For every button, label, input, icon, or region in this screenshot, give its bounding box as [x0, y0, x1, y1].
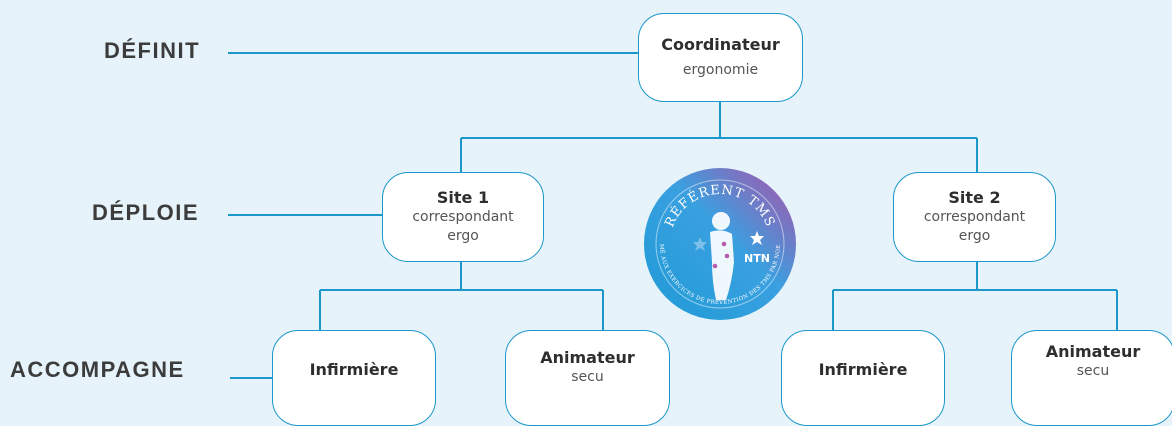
- star-icon: [750, 231, 764, 245]
- node-infirmiere-1-title: Infirmière: [309, 360, 399, 379]
- node-infirmiere-2: Infirmière: [781, 330, 945, 426]
- node-site-1: Site 1 correspondant ergo: [382, 172, 544, 262]
- node-animateur-1-title: Animateur: [540, 347, 635, 367]
- node-site-2-title: Site 2: [948, 188, 1001, 207]
- node-infirmiere-2-title: Infirmière: [818, 360, 908, 379]
- node-site-1-sub1: correspondant: [412, 209, 514, 225]
- badge-ring-text: FORMÉ AUX EXERCICES DE PRÉVENTION DES TM…: [0, 0, 782, 306]
- node-site-1-title: Site 1: [436, 188, 490, 207]
- node-site-1-sub2: ergo: [447, 228, 479, 244]
- referent-tms-badge: RÉFÉRENT TMS FORMÉ AUX EXERCICES DE PRÉV…: [0, 0, 796, 320]
- body-silhouette-icon: [710, 212, 734, 300]
- star-icon: [693, 237, 707, 251]
- node-infirmiere-1: Infirmière: [272, 330, 436, 426]
- level-line-deploie: [228, 214, 382, 216]
- node-animateur-2-title: Animateur: [1045, 341, 1141, 361]
- level-line-definit: [228, 52, 638, 54]
- node-site-2-sub1: correspondant: [923, 209, 1026, 225]
- node-site-2: Site 2 correspondant ergo: [893, 172, 1056, 262]
- node-animateur-2-sub: secu: [1076, 362, 1110, 379]
- badge-logo-text: NTN: [744, 252, 770, 265]
- node-coordinateur: Coordinateur ergonomie: [638, 13, 803, 102]
- level-line-accompagne: [230, 377, 272, 379]
- node-animateur-1-sub: secu: [571, 368, 604, 385]
- node-animateur-1: Animateur secu: [505, 330, 670, 426]
- level-label-accompagne: ACCOMPAGNE: [10, 357, 185, 382]
- node-animateur-2: Animateur secu: [1011, 330, 1172, 426]
- node-site-2-sub2: ergo: [958, 228, 991, 244]
- level-label-deploie: DÉPLOIE: [92, 200, 200, 225]
- node-coordinateur-title: Coordinateur: [661, 35, 780, 54]
- connector-lines: [319, 102, 1118, 330]
- node-coordinateur-sub: ergonomie: [682, 62, 759, 78]
- level-label-definit: DÉFINIT: [104, 38, 201, 63]
